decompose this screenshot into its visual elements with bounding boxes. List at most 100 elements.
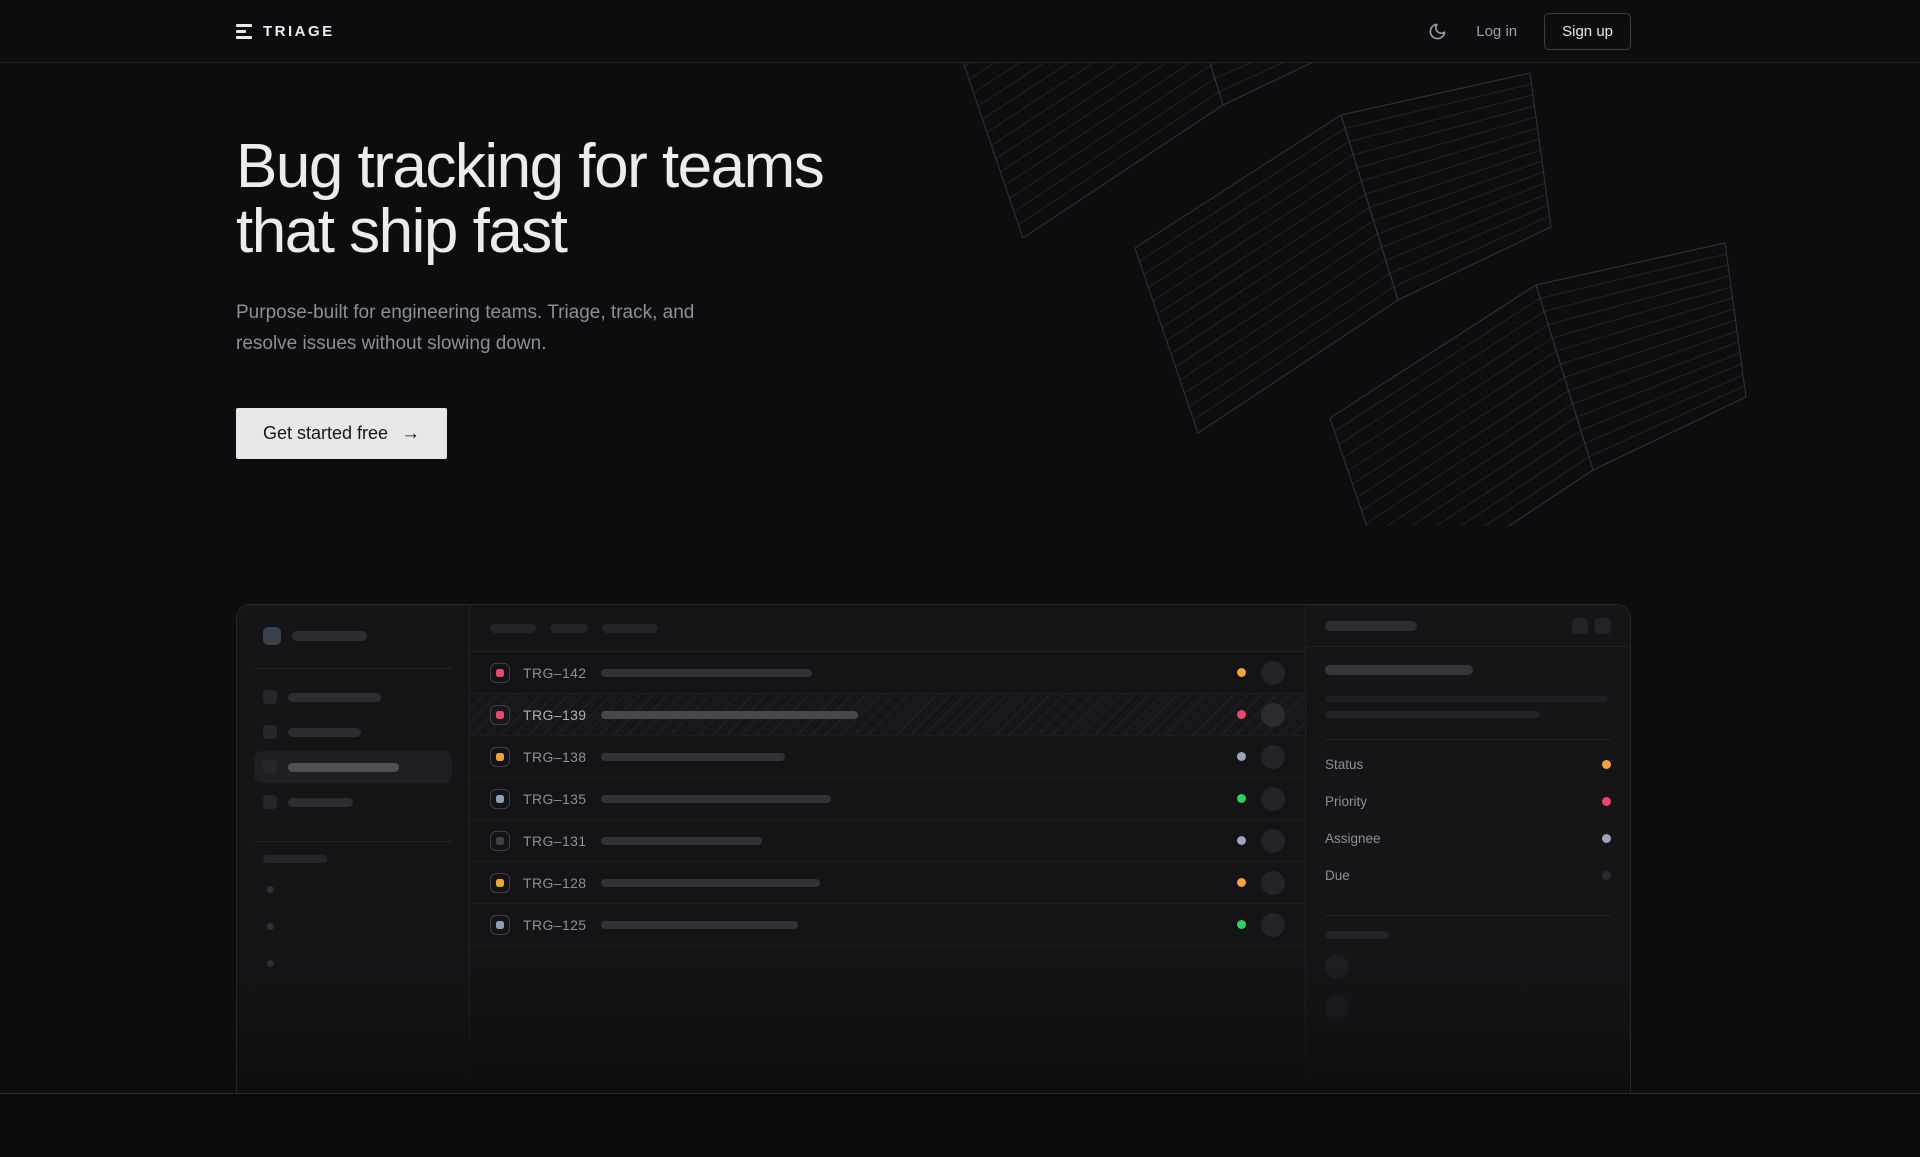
brand[interactable]: TRIAGE	[236, 23, 335, 40]
nav-item-icon	[263, 690, 277, 704]
status-dot	[1237, 752, 1246, 761]
log-in-link[interactable]: Log in	[1476, 22, 1518, 40]
issue-id: TRG–139	[523, 706, 587, 723]
detail-field-row[interactable]: Priority	[1325, 783, 1611, 820]
assignee-avatar	[1261, 786, 1285, 811]
issue-id: TRG–138	[523, 748, 587, 765]
issue-row[interactable]: TRG–125	[470, 904, 1305, 946]
issue-id: TRG–128	[523, 874, 587, 891]
issue-title-placeholder	[601, 794, 831, 803]
issue-title-placeholder	[601, 836, 762, 845]
issue-id: TRG–131	[523, 832, 587, 849]
field-label: Due	[1325, 868, 1350, 883]
panel-action-button[interactable]	[1595, 617, 1611, 634]
nav-item-label-placeholder	[288, 692, 381, 702]
workspace-name-placeholder	[292, 631, 367, 641]
status-dot	[1237, 836, 1246, 845]
assignee-avatar	[1261, 744, 1285, 769]
nav-item-icon	[263, 725, 277, 739]
activity-section-label-placeholder	[1325, 931, 1389, 939]
nav-item-label-placeholder	[288, 762, 399, 772]
issue-row[interactable]: TRG–128	[470, 862, 1305, 904]
detail-field-row[interactable]: Due	[1325, 857, 1611, 894]
field-value-dot	[1602, 871, 1611, 880]
status-dot	[1237, 794, 1246, 803]
issue-id: TRG–135	[523, 790, 587, 807]
issue-row[interactable]: TRG–142	[470, 652, 1305, 694]
list-filter-placeholder[interactable]	[602, 623, 658, 633]
sidebar-section-label-placeholder	[263, 855, 327, 863]
issue-row[interactable]: TRG–131	[470, 820, 1305, 862]
status-dot	[1237, 878, 1246, 887]
detail-panel-header	[1306, 605, 1630, 647]
issue-row[interactable]: TRG–138	[470, 736, 1305, 778]
issue-row[interactable]: TRG–139	[470, 694, 1305, 736]
list-filter-placeholder[interactable]	[550, 623, 588, 633]
detail-fields: Status Priority Assignee Due	[1325, 746, 1611, 894]
field-label: Priority	[1325, 794, 1368, 809]
assignee-avatar	[1261, 828, 1285, 853]
issue-id: TRG–142	[523, 664, 587, 681]
issue-title-placeholder	[601, 878, 820, 887]
sidebar-nav-item[interactable]	[254, 786, 452, 818]
detail-field-row[interactable]: Assignee	[1325, 820, 1611, 857]
status-dot	[1237, 668, 1246, 677]
field-value-dot	[1602, 834, 1611, 843]
mockup-issue-list-pane: TRG–142 TRG–139 TRG–138 TRG–135 TRG–131 …	[470, 605, 1305, 1093]
mockup-workspace[interactable]	[263, 627, 443, 645]
issue-description-placeholder	[1325, 696, 1608, 702]
sidebar-nav-item[interactable]	[254, 681, 452, 713]
mockup-nav	[254, 681, 452, 818]
mockup-sidebar	[237, 605, 470, 1093]
footer	[0, 1093, 1920, 1157]
get-started-button[interactable]: Get started free →	[236, 407, 448, 459]
sign-up-button[interactable]: Sign up	[1544, 12, 1631, 50]
project-dot	[267, 923, 274, 930]
issue-type-icon	[490, 746, 510, 767]
detail-field-row[interactable]: Status	[1325, 746, 1611, 783]
issue-type-icon	[490, 788, 510, 809]
list-filter-placeholder[interactable]	[490, 623, 536, 633]
brand-name: TRIAGE	[263, 22, 335, 40]
issue-description-placeholder	[1325, 711, 1540, 718]
issue-title-placeholder	[601, 668, 812, 677]
panel-action-button[interactable]	[1572, 617, 1588, 634]
mockup-detail-panel: Status Priority Assignee Due	[1305, 605, 1630, 1093]
issue-type-icon	[490, 662, 510, 683]
page-title: Bug tracking for teams that ship fast	[236, 132, 825, 267]
status-dot	[1237, 920, 1246, 929]
project-dot	[267, 886, 274, 893]
issue-list-header	[470, 605, 1305, 652]
divider	[254, 668, 452, 669]
assignee-avatar	[1261, 870, 1285, 895]
detail-title-placeholder	[1325, 620, 1417, 631]
issue-title-placeholder	[601, 920, 798, 929]
app-mockup-section: TRG–142 TRG–139 TRG–138 TRG–135 TRG–131 …	[236, 604, 1631, 1093]
sidebar-nav-item[interactable]	[254, 716, 452, 748]
issue-title-placeholder	[601, 710, 858, 719]
issue-type-icon	[490, 704, 510, 725]
issue-id: TRG–125	[523, 916, 587, 933]
comment-avatar	[1325, 955, 1349, 979]
hero-subtitle: Purpose-built for engineering teams. Tri…	[236, 302, 695, 354]
assignee-avatar	[1261, 702, 1285, 727]
issue-title-placeholder	[1325, 665, 1473, 675]
sidebar-project-dots	[267, 886, 443, 967]
divider	[1325, 915, 1611, 916]
theme-toggle-button[interactable]	[1426, 20, 1449, 43]
comment-avatar	[1325, 995, 1349, 1019]
triage-logo-icon	[236, 23, 252, 39]
issue-row[interactable]: TRG–135	[470, 778, 1305, 820]
navbar: TRIAGE Log in Sign up	[0, 0, 1920, 63]
workspace-avatar	[263, 627, 281, 645]
arrow-right-icon: →	[401, 422, 421, 444]
sidebar-nav-item[interactable]	[254, 751, 452, 783]
project-dot	[267, 960, 274, 967]
nav-item-icon	[263, 760, 277, 774]
field-label: Status	[1325, 757, 1364, 772]
status-dot	[1237, 710, 1246, 719]
issue-title-placeholder	[601, 752, 785, 761]
app-mockup-window: TRG–142 TRG–139 TRG–138 TRG–135 TRG–131 …	[236, 604, 1631, 1093]
issue-type-icon	[490, 830, 510, 851]
field-value-dot	[1602, 797, 1611, 806]
